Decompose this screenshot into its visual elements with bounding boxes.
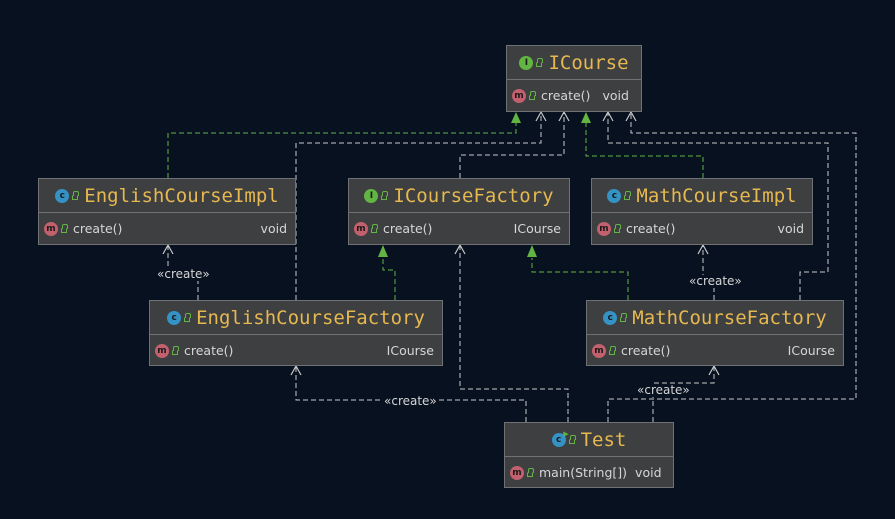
method-row: m main(String[]) void xyxy=(505,457,673,488)
node-title: MathCourseImpl xyxy=(636,184,797,207)
create-label-math-factory: «create» xyxy=(636,383,691,397)
class-icon: c xyxy=(167,310,182,325)
method-row: m create() ICourse xyxy=(349,213,569,244)
method-row: m create() ICourse xyxy=(150,335,442,366)
public-lock-icon xyxy=(614,224,621,233)
node-title: EnglishCourseFactory xyxy=(196,306,425,329)
node-test[interactable]: c▶ Test m main(String[]) void xyxy=(504,422,674,488)
math-impl-realizes-icourse xyxy=(585,122,704,178)
interface-icon: I xyxy=(519,55,534,70)
test-uses-icourse-factory xyxy=(459,245,569,422)
method-icon: m xyxy=(155,343,169,358)
method-row: m create() void xyxy=(39,213,295,244)
method-return-type: void xyxy=(602,88,629,103)
method-signature: create() xyxy=(73,221,123,236)
public-lock-icon xyxy=(624,191,632,200)
dependency-arrowheads xyxy=(162,110,720,376)
test-uses-icourse xyxy=(607,112,857,422)
method-return-type: ICourse xyxy=(787,343,835,358)
public-lock-icon xyxy=(184,313,192,322)
method-icon: m xyxy=(44,221,58,236)
public-lock-icon xyxy=(536,58,544,67)
icourse-factory-uses-icourse xyxy=(459,112,565,178)
math-factory-realizes-icourse-factory xyxy=(531,258,629,300)
method-signature: main(String[]) xyxy=(539,465,628,480)
method-icon: m xyxy=(512,88,526,103)
runnable-class-icon: c▶ xyxy=(551,430,569,447)
interface-icon: I xyxy=(364,188,379,203)
method-signature: create() xyxy=(383,221,433,236)
node-header: c MathCourseFactory xyxy=(587,301,843,335)
node-icourse[interactable]: I ICourse m create() void xyxy=(506,45,642,112)
method-return-type: ICourse xyxy=(513,221,561,236)
realization-lines xyxy=(167,122,704,300)
method-icon: m xyxy=(592,343,606,358)
static-method-icon: m xyxy=(510,465,524,480)
english-factory-uses-icourse xyxy=(295,112,542,300)
node-math-course-impl[interactable]: c MathCourseImpl m create() void xyxy=(591,178,813,245)
node-header: c EnglishCourseFactory xyxy=(150,301,442,335)
english-factory-realizes-icourse-factory xyxy=(382,258,396,300)
method-signature: create() xyxy=(184,343,234,358)
method-return-type: void xyxy=(260,221,287,236)
class-icon: c xyxy=(603,310,618,325)
node-title: Test xyxy=(580,428,627,451)
method-return-type: void xyxy=(635,465,662,480)
create-label-math-impl: «create» xyxy=(688,274,743,288)
method-row: m create() void xyxy=(592,213,812,244)
public-lock-icon xyxy=(527,468,534,477)
public-lock-icon xyxy=(381,191,389,200)
node-header: I ICourse xyxy=(507,46,641,80)
node-title: ICourse xyxy=(548,51,629,74)
public-lock-icon xyxy=(172,346,179,355)
public-lock-icon xyxy=(61,224,68,233)
create-label-english-impl: «create» xyxy=(156,267,211,281)
method-icon: m xyxy=(354,221,368,236)
math-factory-creates-math-impl xyxy=(702,245,715,300)
method-return-type: ICourse xyxy=(386,343,434,358)
class-icon: c xyxy=(55,188,70,203)
english-impl-realizes-icourse xyxy=(167,122,517,178)
dependency-lines xyxy=(167,112,857,422)
node-header: c▶ Test xyxy=(505,423,673,457)
method-signature: create() xyxy=(626,221,676,236)
create-label-english-factory: «create» xyxy=(383,394,438,408)
method-return-type: void xyxy=(777,221,804,236)
test-creates-math-factory xyxy=(652,366,715,422)
node-header: I ICourseFactory xyxy=(349,179,569,213)
method-row: m create() void xyxy=(507,80,641,111)
method-signature: create() xyxy=(621,343,671,358)
realization-arrowheads xyxy=(378,112,591,257)
public-lock-icon xyxy=(529,91,536,100)
method-row: m create() ICourse xyxy=(587,335,843,366)
node-english-course-impl[interactable]: c EnglishCourseImpl m create() void xyxy=(38,178,296,245)
public-lock-icon xyxy=(568,435,576,444)
node-header: c MathCourseImpl xyxy=(592,179,812,213)
method-signature: create() xyxy=(541,88,591,103)
node-math-course-factory[interactable]: c MathCourseFactory m create() ICourse xyxy=(586,300,844,366)
node-title: EnglishCourseImpl xyxy=(84,184,279,207)
public-lock-icon xyxy=(620,313,628,322)
math-factory-uses-icourse xyxy=(607,112,829,300)
public-lock-icon xyxy=(371,224,378,233)
method-icon: m xyxy=(597,221,611,236)
node-title: MathCourseFactory xyxy=(632,306,827,329)
node-icourse-factory[interactable]: I ICourseFactory m create() ICourse xyxy=(348,178,570,245)
class-icon: c xyxy=(607,188,622,203)
public-lock-icon xyxy=(72,191,80,200)
node-english-course-factory[interactable]: c EnglishCourseFactory m create() ICours… xyxy=(149,300,443,366)
node-header: c EnglishCourseImpl xyxy=(39,179,295,213)
node-title: ICourseFactory xyxy=(393,184,554,207)
public-lock-icon xyxy=(609,346,616,355)
